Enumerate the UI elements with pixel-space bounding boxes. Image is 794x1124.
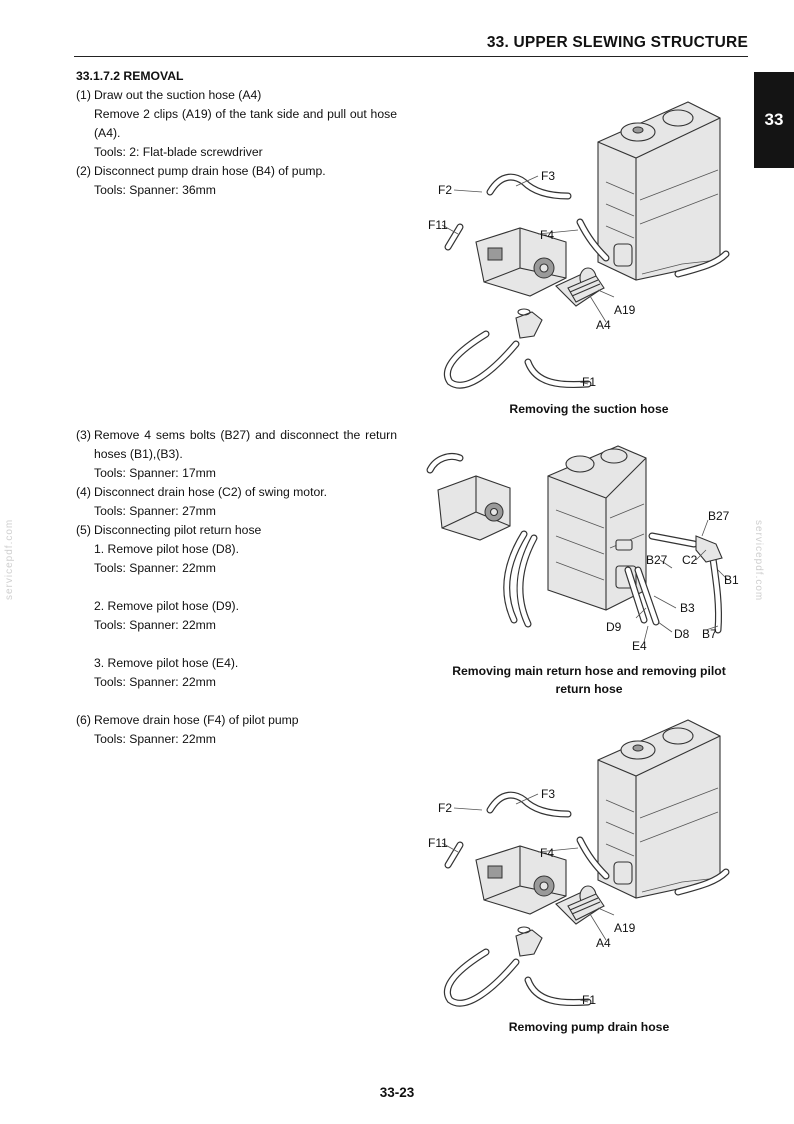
figure-return-hoses: B27 B27 C2 B1 B3 D9 D8 B7 E4 [426,445,739,652]
substep-1: 1. Remove pilot hose (D8). Tools: Spanne… [76,540,397,597]
callout-b27-left: B27 [646,553,668,567]
callout-e4: E4 [632,639,647,652]
watermark-right: servicepdf.com [753,520,764,602]
figure-caption-3: Removing pump drain hose [508,1020,670,1034]
step-tools: Tools: Spanner: 27mm [94,504,216,518]
step-tools: Tools: 2: Flat-blade screwdriver [94,145,263,159]
step-tools: Tools: Spanner: 22mm [94,732,216,746]
callout-b27-right: B27 [708,509,730,523]
figure-caption-line: Removing main return hose and removing p… [452,664,726,678]
step-5: (5) Disconnecting pilot return hose [76,521,397,540]
substep-text: 1. Remove pilot hose (D8). [94,542,239,556]
hoses-drawing [426,453,723,634]
step-number: (3) [76,428,91,442]
step-1: (1) Draw out the suction hose (A4) Remov… [76,86,397,162]
step-text: Disconnecting pilot return hose [94,523,262,537]
step-3: (3) Remove 4 sems bolts (B27) and discon… [76,426,397,483]
figure-caption: Removing the suction hose [509,402,669,416]
step-text: Disconnect drain hose (C2) of swing moto… [94,485,328,499]
fitting-drawing [615,535,723,563]
section-header-title: 33. UPPER SLEWING STRUCTURE [486,34,748,51]
leader-lines [441,793,615,1003]
figure-pump-drain-hose: F3 F2 F11 F4 A19 A4 F1 [428,719,730,1007]
hydraulic-tank-drawing [597,101,721,281]
hydraulic-tank-drawing [597,719,721,899]
substep-text: 2. Remove pilot hose (D9). [94,599,239,613]
leader-lines [441,175,615,385]
substep-3: 3. Remove pilot hose (E4). Tools: Spanne… [76,654,397,711]
fitting-drawing [515,308,543,339]
figure-caption-2: Removing main return hose and removing p… [430,662,748,698]
callout-b3: B3 [680,601,695,615]
callout-f1: F1 [582,993,596,1007]
step-number: (6) [76,713,91,727]
substep-text: 3. Remove pilot hose (E4). [94,656,239,670]
step-tools: Tools: Spanner: 17mm [94,466,216,480]
leader-lines [635,519,729,643]
callout-f2: F2 [438,183,452,197]
page-number: 33-23 [379,1085,415,1100]
figure-caption-line: return hose [555,682,623,696]
step-number: (1) [76,88,91,102]
chapter-tab: 33 [754,72,794,168]
step-number: (4) [76,485,91,499]
callout-b7: B7 [702,627,717,641]
figure-suction-hose: F3 F2 F11 F4 A19 A4 F1 [428,101,730,389]
step-text: Draw out the suction hose (A4) [94,88,262,102]
pump-drawing [437,475,511,541]
substep-tools: Tools: Spanner: 22mm [94,675,216,689]
substep-2: 2. Remove pilot hose (D9). Tools: Spanne… [76,597,397,654]
step-text: Remove 2 clips (A19) of the tank side an… [94,107,397,140]
header-rule [74,56,748,57]
step-text: Remove drain hose (F4) of pilot pump [94,713,299,727]
callout-b1: B1 [724,573,739,587]
callout-a19: A19 [614,921,636,935]
callout-f11: F11 [428,836,448,850]
fitting-drawing [515,926,543,957]
callout-a4: A4 [596,936,611,950]
callout-f1: F1 [582,375,596,389]
pump-drawing [475,845,605,925]
callout-a19: A19 [614,303,636,317]
callout-d8: D8 [674,627,690,641]
step-4: (4) Disconnect drain hose (C2) of swing … [76,483,397,521]
callout-c2: C2 [682,553,698,567]
hydraulic-tank-drawing [547,445,647,611]
callout-f3: F3 [541,169,555,183]
callout-a4: A4 [596,318,611,332]
section-heading: 33.1.7.2 REMOVAL [76,69,184,83]
substep-tools: Tools: Spanner: 22mm [94,561,216,575]
step-text: Disconnect pump drain hose (B4) of pump. [94,164,326,178]
step-tools: Tools: Spanner: 36mm [94,183,216,197]
step-2: (2) Disconnect pump drain hose (B4) of p… [76,162,397,200]
callout-f11: F11 [428,218,448,232]
removal-steps-1: 33.1.7.2 REMOVAL (1) Draw out the suctio… [76,67,397,200]
step-number: (2) [76,164,91,178]
callout-f2: F2 [438,801,452,815]
callout-f4: F4 [540,846,554,860]
watermark-left: servicepdf.com [4,518,15,600]
step-text: Remove 4 sems bolts (B27) and disconnect… [94,428,397,461]
callout-d9: D9 [606,620,622,634]
callout-f4: F4 [540,228,554,242]
substep-tools: Tools: Spanner: 22mm [94,618,216,632]
callout-f3: F3 [541,787,555,801]
pump-drawing [475,227,605,307]
step-number: (5) [76,523,91,537]
removal-steps-2: (3) Remove 4 sems bolts (B27) and discon… [76,426,397,749]
step-6: (6) Remove drain hose (F4) of pilot pump… [76,711,397,749]
